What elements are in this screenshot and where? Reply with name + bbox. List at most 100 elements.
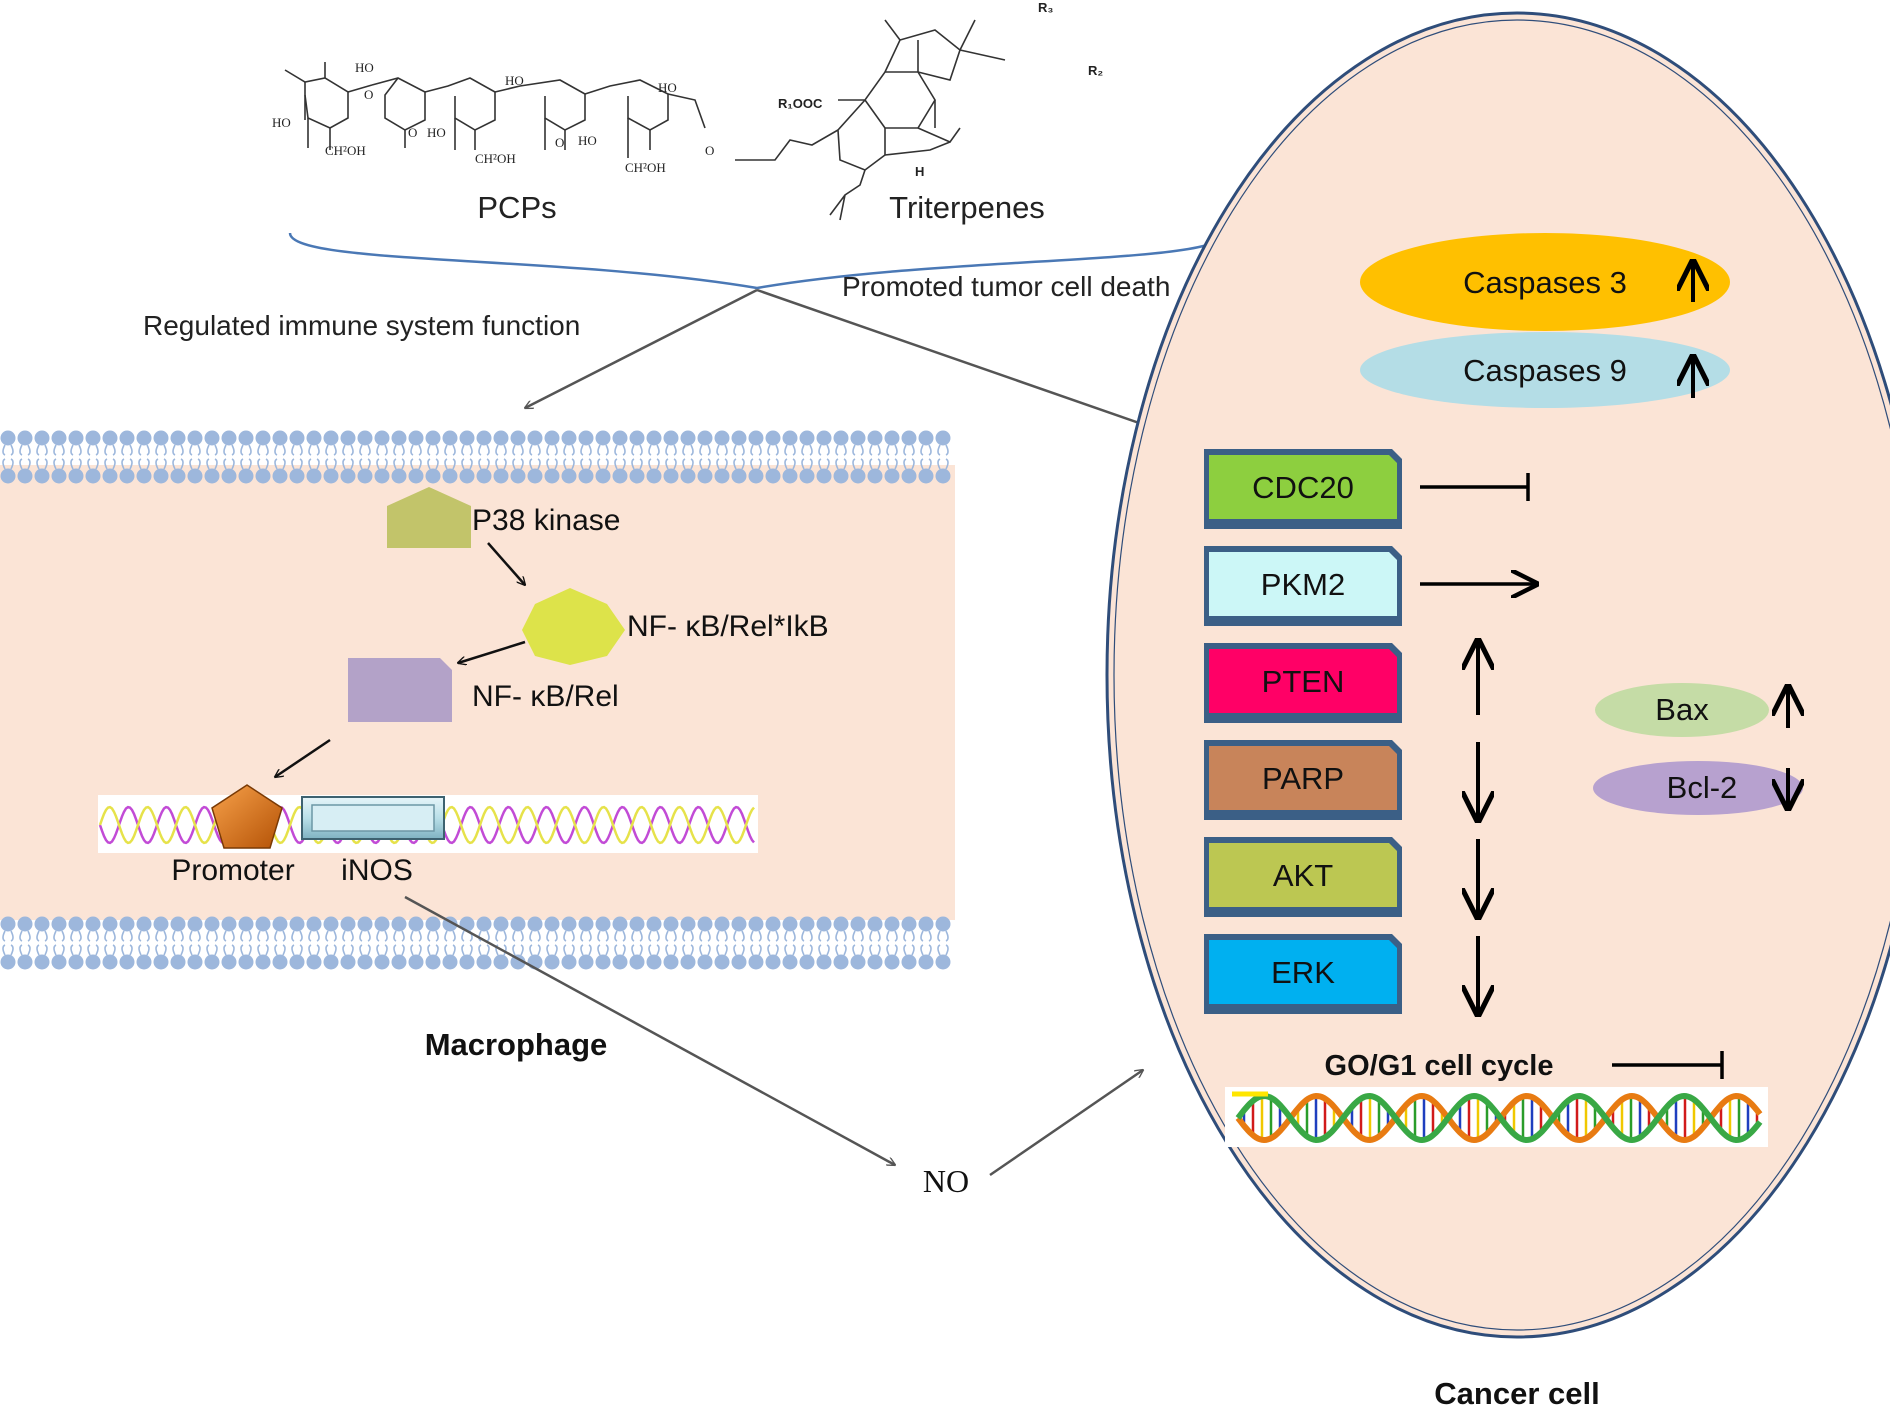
lipid-tail <box>903 444 915 456</box>
lipid-tail <box>665 444 677 456</box>
lipid-tail <box>393 444 405 456</box>
lipid-head <box>629 916 645 932</box>
lipid-tail <box>410 458 422 470</box>
lipid-tail <box>274 930 286 942</box>
lipid-tail <box>750 458 762 470</box>
lipid-head <box>510 954 526 970</box>
lipid-head <box>714 954 730 970</box>
svg-text:HO: HO <box>427 125 446 140</box>
lipid-tail <box>410 930 422 942</box>
lipid-tail <box>937 458 949 470</box>
bcl2-shape <box>1593 761 1803 815</box>
protein-box-fill <box>1209 843 1397 907</box>
lipid-head <box>0 468 16 484</box>
lipid-tail <box>410 444 422 456</box>
lipid-tail <box>920 930 932 942</box>
svg-text:R₁OOC: R₁OOC <box>778 96 823 111</box>
lipid-head <box>391 954 407 970</box>
lipid-tail <box>325 458 337 470</box>
promoter-shape <box>211 784 283 849</box>
lipid-tail <box>835 930 847 942</box>
lipid-head <box>238 468 254 484</box>
lipid-head <box>357 430 373 446</box>
lipid-tail <box>36 930 48 942</box>
lipid-tail <box>631 458 643 470</box>
caspase9-shape <box>1360 332 1730 408</box>
lipid-tail <box>801 944 813 956</box>
lipid-head <box>374 954 390 970</box>
lipid-tail <box>767 444 779 456</box>
lipid-head <box>918 916 934 932</box>
lipid-head <box>221 468 237 484</box>
protein-box-fill <box>1209 940 1397 1004</box>
lipid-tail <box>172 930 184 942</box>
lipid-head <box>663 954 679 970</box>
lipid-head <box>697 430 713 446</box>
lipid-head <box>51 916 67 932</box>
lipid-head <box>0 430 16 446</box>
lipid-head <box>119 430 135 446</box>
lipid-head <box>289 430 305 446</box>
lipid-tail <box>104 458 116 470</box>
lipid-tail <box>478 458 490 470</box>
lipid-head <box>119 916 135 932</box>
lipid-head <box>85 430 101 446</box>
lipid-head <box>153 954 169 970</box>
lipid-head <box>153 468 169 484</box>
lipid-head <box>187 954 203 970</box>
lipid-tail <box>53 444 65 456</box>
arrow-p38-to-nfkb-ikb <box>487 542 525 585</box>
caspase3-shape <box>1360 233 1730 331</box>
lipid-tail <box>563 930 575 942</box>
lipid-tail <box>495 930 507 942</box>
lipid-head <box>731 430 747 446</box>
lipid-tail <box>121 930 133 942</box>
lipid-tail <box>648 458 660 470</box>
lipid-head <box>918 468 934 484</box>
lipid-tail <box>172 444 184 456</box>
lipid-head <box>255 916 271 932</box>
lipid-tail <box>733 444 745 456</box>
lipid-tail <box>325 944 337 956</box>
lipid-tail <box>580 444 592 456</box>
cancer-dna-helix <box>1235 1092 1763 1144</box>
lipid-tail <box>801 444 813 456</box>
lipid-tail <box>427 444 439 456</box>
lipid-tail <box>529 944 541 956</box>
lipid-tail <box>580 930 592 942</box>
lipid-head <box>493 468 509 484</box>
lipid-tail <box>852 930 864 942</box>
lipid-tail <box>546 944 558 956</box>
lipid-head <box>901 954 917 970</box>
lipid-tail <box>291 930 303 942</box>
lipid-head <box>289 954 305 970</box>
svg-text:H: H <box>915 164 924 179</box>
lipid-tail <box>852 458 864 470</box>
protein-label: AKT <box>1273 858 1333 893</box>
lipid-tail <box>206 444 218 456</box>
lipid-head <box>102 916 118 932</box>
lipid-tail <box>852 444 864 456</box>
lipid-tail <box>563 944 575 956</box>
lipid-tail <box>138 930 150 942</box>
lipid-head <box>799 430 815 446</box>
svg-text:O: O <box>555 135 564 150</box>
lipid-tail <box>427 944 439 956</box>
lipid-head <box>935 468 951 484</box>
protein-pkm2: PKM2 <box>1204 546 1536 626</box>
lipid-head <box>527 430 543 446</box>
lipid-tail <box>359 458 371 470</box>
lipid-head <box>748 430 764 446</box>
lipid-tail <box>308 458 320 470</box>
lipid-head <box>187 468 203 484</box>
lipid-head <box>833 430 849 446</box>
lipid-head <box>561 430 577 446</box>
lipid-head <box>629 430 645 446</box>
lipid-head <box>306 954 322 970</box>
protein-box-fill <box>1209 649 1397 713</box>
lipid-head <box>425 954 441 970</box>
lipid-head <box>0 916 16 932</box>
lipid-head <box>34 468 50 484</box>
svg-text:CH²OH: CH²OH <box>625 160 666 175</box>
